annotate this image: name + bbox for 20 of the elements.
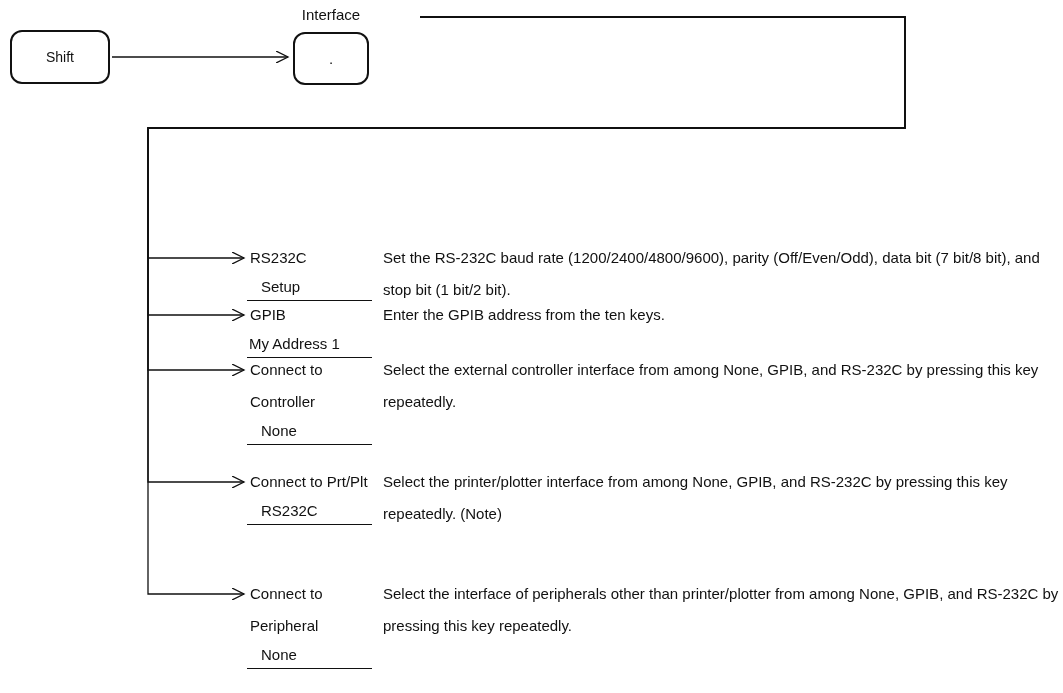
softkey-label: GPIB bbox=[250, 305, 287, 325]
key-heading: Interface bbox=[300, 6, 362, 23]
arrow bbox=[147, 16, 906, 601]
softkey-value: RS232C bbox=[247, 498, 372, 525]
description-text: Select the printer/plotter interface from among None, GPIB, and RS-232C by pressing this key repeatedly. (Note) bbox=[383, 472, 1009, 524]
description-text: Enter the GPIB address from the ten keys. bbox=[383, 305, 666, 325]
softkey-label: Connect to Controller bbox=[250, 360, 324, 412]
key-cap: . bbox=[293, 32, 369, 85]
arrow bbox=[111, 50, 289, 64]
softkey-label: Connect to Prt/Plt bbox=[250, 472, 369, 492]
softkey-value: Setup bbox=[247, 274, 372, 301]
description-text: Select the external controller interface from among None, GPIB, and RS-232C by pressing this key repeatedly. bbox=[383, 360, 1040, 412]
softkey-value: None bbox=[247, 642, 372, 669]
softkey-label: RS232C bbox=[250, 248, 308, 268]
softkey-value: None bbox=[247, 418, 372, 445]
key-cap: Shift bbox=[10, 30, 110, 84]
softkey-value: My Address 1 bbox=[247, 331, 372, 358]
description-text: Set the RS-232C baud rate (1200/2400/4800/9600), parity (Off/Even/Odd), data bit (7 bit/8 bit), and stop bit (1 bit/2 bit). bbox=[383, 248, 1041, 300]
softkey-label: Connect to Peripheral bbox=[250, 584, 324, 636]
description-text: Select the interface of peripherals other than printer/plotter from among None, GPIB, and RS-232C by pressing this key repeatedly. bbox=[383, 584, 1060, 636]
